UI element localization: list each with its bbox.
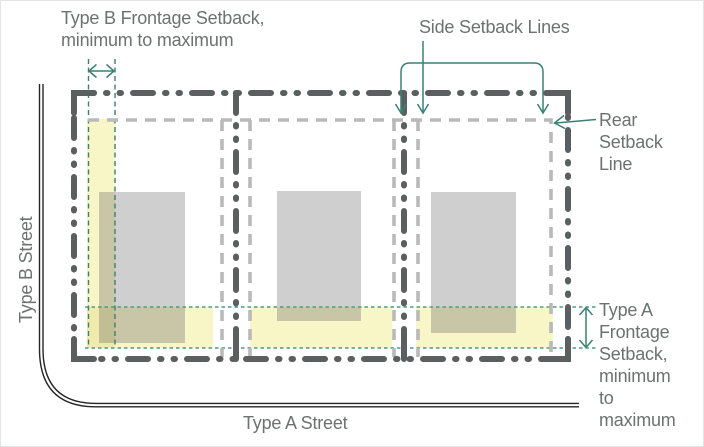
building-3 [431, 192, 516, 307]
type-b-setback-arrow-icon [87, 63, 116, 79]
rear-setback-label: Rear Setback Line [599, 110, 663, 174]
building-2-over-type-a-zone [277, 307, 361, 321]
type-b-frontage-label: Type B Frontage Setback, minimum to maxi… [61, 8, 265, 50]
building-3-over-type-a-zone [431, 307, 516, 333]
annotations [87, 41, 597, 349]
property-line-corners [71, 90, 571, 362]
street-curb-inner [42, 84, 579, 405]
building-1 [115, 192, 185, 307]
street-curb-outer [38, 84, 579, 408]
type-b-minmax-lines [87, 59, 116, 348]
setback-dashed-lines [88, 118, 553, 357]
side-setback-label: Side Setback Lines [419, 17, 570, 37]
property-lines [71, 90, 571, 362]
type-b-street-label: Type B Street [16, 216, 36, 323]
type-a-street-label: Type A Street [243, 413, 348, 433]
building-1-over-both-zones [99, 307, 115, 343]
side-setback-bracket-icon [394, 41, 550, 115]
street-lines [38, 84, 579, 408]
rear-setback-dashed-line [88, 118, 553, 357]
building-1-over-type-b-zone [99, 192, 115, 307]
type-a-frontage-label: Type A Frontage Setback, minimum to maxi… [599, 300, 676, 430]
type-a-setback-arrow-icon [578, 306, 594, 349]
rear-setback-arrow-icon [553, 114, 597, 130]
building-1-over-type-a-zone [115, 307, 185, 343]
building-2 [277, 191, 361, 307]
buildings [99, 191, 516, 343]
frontage-minmax-lines [85, 306, 596, 349]
